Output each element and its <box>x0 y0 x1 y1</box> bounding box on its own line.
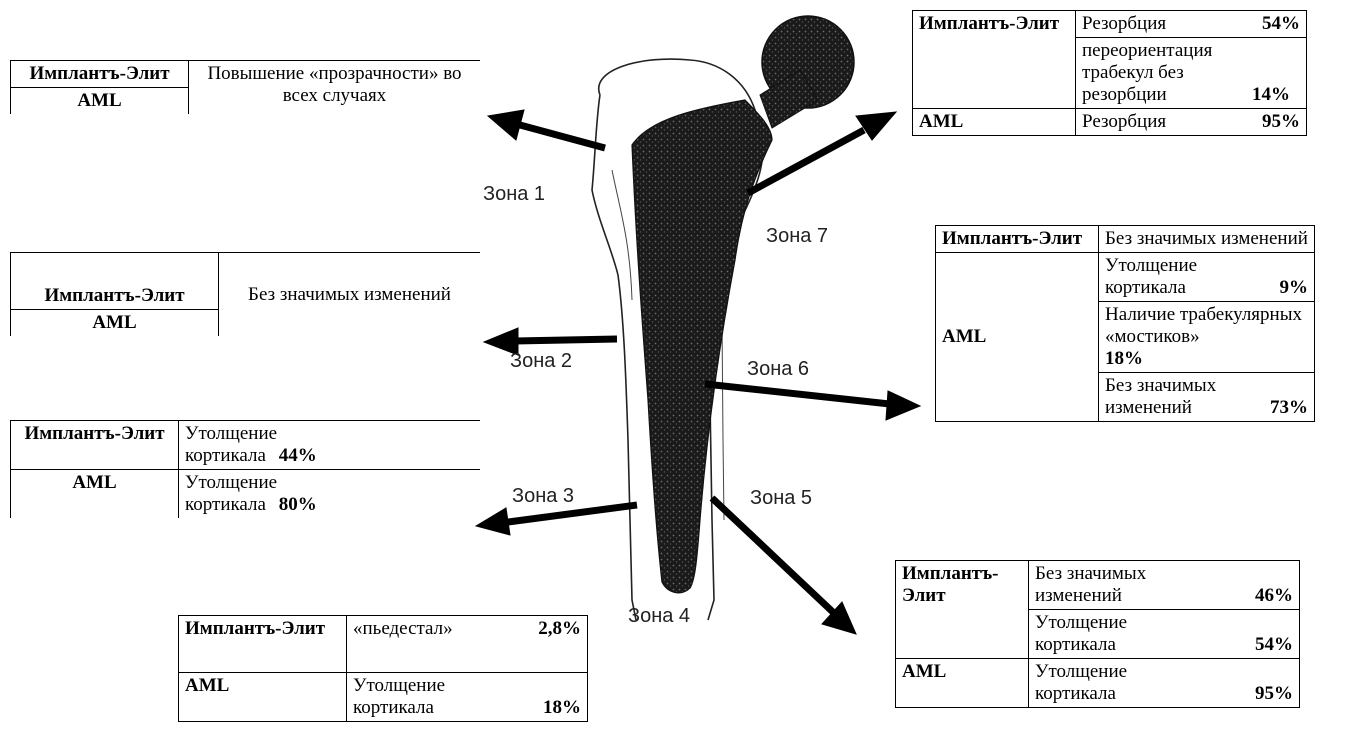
t3-implant-pct: 44% <box>279 445 317 466</box>
t4-aml-pct: 18% <box>543 697 581 718</box>
t6-aml-pct2: 18% <box>1105 348 1143 369</box>
t5-implant-text2: Утолщение кортикала <box>1035 612 1127 655</box>
t3-implant-value-cell: Утолщение кортикала 44% <box>179 421 481 470</box>
table-zone-6: Имплантъ-Элит Без значимых изменений AML… <box>935 225 1315 422</box>
zone-3-label: Зона 3 <box>512 485 574 508</box>
zone-6-label: Зона 6 <box>747 358 809 381</box>
t4-aml-text: Утолщение кортикала <box>353 675 445 718</box>
t7-aml-pct: 95% <box>1262 111 1300 133</box>
femur-inner-line-left <box>612 170 632 300</box>
table-zone-7: Имплантъ-Элит Резорбция 54% переориентац… <box>912 10 1307 136</box>
table-zone-4: Имплантъ-Элит «пьедестал» 2,8% AML Утолщ… <box>178 615 588 722</box>
t2-implant-cell: Имплантъ-Элит <box>11 253 219 310</box>
zone-7-label: Зона 7 <box>766 225 828 248</box>
t7-implant-pct1: 54% <box>1262 13 1300 35</box>
implant-stem <box>632 100 772 593</box>
t6-implant-cell: Имплантъ-Элит <box>936 226 1099 253</box>
t4-implant-value-cell: «пьедестал» 2,8% <box>347 616 588 673</box>
t2-aml-cell: AML <box>11 310 219 337</box>
zone-4-label: Зона 4 <box>628 605 690 628</box>
t6-aml-value3-cell: Без значимых изменений 73% <box>1099 373 1315 422</box>
t7-implant-pct2: 14% <box>1252 84 1290 105</box>
t4-aml-cell: AML <box>179 673 347 722</box>
table-zone-1: Имплантъ-Элит Повышение «прозрачности» в… <box>10 60 480 114</box>
t5-implant-value2-cell: Утолщение кортикала 54% <box>1029 610 1300 659</box>
t2-text-cell: Без значимых изменений <box>219 253 481 337</box>
arrow-head-zone6 <box>886 391 920 420</box>
t4-implant-text: «пьедестал» <box>353 618 453 640</box>
t3-implant-cell: Имплантъ-Элит <box>11 421 179 470</box>
arrow-head-zone1 <box>488 110 524 140</box>
t6-aml-cell: AML <box>936 253 1099 422</box>
t6-aml-value1-cell: Утолщение кортикала 9% <box>1099 253 1315 302</box>
t4-aml-value-cell: Утолщение кортикала 18% <box>347 673 588 722</box>
t6-aml-text1: Утолщение кортикала <box>1105 255 1197 298</box>
t3-aml-text: Утолщение кортикала <box>185 472 277 515</box>
t7-implant-text1: Резорбция <box>1082 13 1166 35</box>
t7-implant-value2-cell: переориентация трабекул без резорбции 14… <box>1076 38 1307 109</box>
t6-aml-value2-cell: Наличие трабекулярных «мостиков» 18% <box>1099 302 1315 373</box>
table-zone-5: Имплантъ-Элит Без значимых изменений 46%… <box>895 560 1300 708</box>
t7-implant-cell: Имплантъ-Элит <box>913 11 1076 109</box>
t6-aml-pct1: 9% <box>1280 277 1309 298</box>
t5-implant-pct2: 54% <box>1255 634 1293 655</box>
t4-implant-pct: 2,8% <box>538 618 581 640</box>
table-zone-2: Имплантъ-Элит Без значимых изменений AML <box>10 252 480 336</box>
table-zone-3: Имплантъ-Элит Утолщение кортикала 44% AM… <box>10 420 480 518</box>
t6-aml-text2: Наличие трабекулярных «мостиков» <box>1105 304 1302 347</box>
t5-implant-pct1: 46% <box>1255 585 1293 606</box>
t3-implant-text: Утолщение кортикала <box>185 423 277 466</box>
t6-implant-value-cell: Без значимых изменений <box>1099 226 1315 253</box>
t7-aml-value-cell: Резорбция 95% <box>1076 109 1307 136</box>
t5-implant-cell: Имплантъ-Элит <box>896 561 1029 659</box>
arrow-head-zone7 <box>856 112 896 140</box>
t7-aml-text: Резорбция <box>1082 111 1166 133</box>
zone-2-label: Зона 2 <box>510 350 572 373</box>
t5-implant-value1-cell: Без значимых изменений 46% <box>1029 561 1300 610</box>
t3-aml-cell: AML <box>11 470 179 519</box>
t1-text-cell: Повышение «прозрачности» во всех случаях <box>189 61 481 115</box>
t7-implant-value1-cell: Резорбция 54% <box>1076 11 1307 38</box>
t3-aml-value-cell: Утолщение кортикала 80% <box>179 470 481 519</box>
t7-aml-cell: AML <box>913 109 1076 136</box>
zone-5-label: Зона 5 <box>750 487 812 510</box>
t1-implant-cell: Имплантъ-Элит <box>11 61 189 88</box>
t5-aml-value-cell: Утолщение кортикала 95% <box>1029 659 1300 708</box>
t3-aml-pct: 80% <box>279 494 317 515</box>
zone-1-label: Зона 1 <box>483 183 545 206</box>
t1-aml-cell: AML <box>11 88 189 115</box>
t5-aml-text: Утолщение кортикала <box>1035 661 1127 704</box>
arrow-head-zone3 <box>476 508 510 535</box>
t5-aml-pct: 95% <box>1255 683 1293 704</box>
t5-aml-cell: AML <box>896 659 1029 708</box>
t4-implant-cell: Имплантъ-Элит <box>179 616 347 673</box>
t6-aml-pct3: 73% <box>1270 397 1308 418</box>
